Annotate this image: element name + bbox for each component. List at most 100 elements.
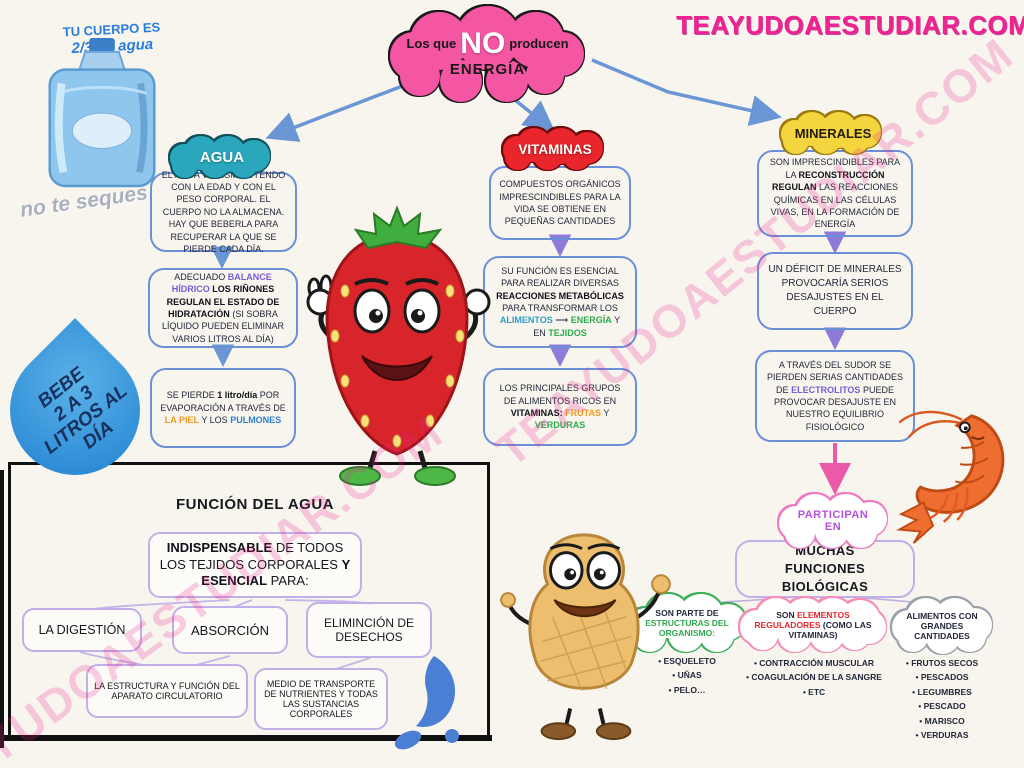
vitaminas-label: VITAMINAS [518, 141, 592, 157]
cloud-shape [740, 598, 886, 652]
list-item: UÑAS [632, 668, 742, 682]
text-segment: POR EVAPORACIÓN A TRAVÉS DE [160, 390, 286, 413]
text-run: ALIMENTOS CON GRANDES CANTIDADES [902, 611, 982, 641]
minerales-box-2-text: UN DÉFICIT DE MINERALES PROVOCARÍA SERIO… [768, 264, 902, 317]
text-segment: Y LOS [201, 415, 228, 426]
list-item: FRUTOS SECOS [894, 656, 990, 670]
cloud-shape [503, 128, 607, 170]
digestion-box: LA DIGESTIÓN [22, 608, 142, 652]
vitaminas-box-2-text: SU FUNCIÓN ES ESENCIAL PARA REALIZAR DIV… [493, 265, 627, 339]
reguladores-list: CONTRACCIÓN MUSCULAR COAGULACIÓN DE LA S… [740, 656, 888, 699]
root-node-line1: Los que NO producen [406, 27, 568, 61]
text-segment: ALIMENTOS [906, 611, 957, 621]
estructuras-highlight: ESTRUCTURAS DEL ORGANISMO: [645, 618, 729, 638]
text-segment: DE TODOS LOS TEJIDOS CORPORALES [159, 539, 344, 572]
list-item: MARISCO [894, 714, 990, 728]
blue-paint-splash [394, 656, 459, 750]
text-segment: SU FUNCIÓN ES ESENCIAL PARA REALIZAR DIV… [501, 265, 619, 289]
peanut-character-illustration [500, 533, 671, 741]
cloud-shape [779, 494, 887, 548]
medio-transporte-box: MEDIO DE TRANSPORTE DE NUTRIENTES Y TODA… [254, 668, 388, 730]
text-segment: ADECUADO [174, 271, 226, 282]
text-segment: VITAMINAS: [510, 408, 563, 418]
minerales-box-2: UN DÉFICIT DE MINERALES PROVOCARÍA SERIO… [757, 252, 913, 330]
vitaminas-label-cloud: VITAMINAS [503, 128, 607, 170]
minerales-box-1-text: SON IMPRESCINDIBLES PARA LA RECONSTRUCCI… [767, 156, 903, 230]
text-segment: 1 litro/día [217, 390, 258, 401]
vitaminas-box-3-text: LOS PRINCIPALES GRUPOS DE ALIMENTOS RICO… [493, 382, 627, 432]
text-segment: SON PARTE DE [655, 608, 719, 618]
text-segment: Y ESENCIAL [201, 556, 351, 589]
alimentos-list: FRUTOS SECOS PESCADOS LEGUMBRES PESCADO … [894, 656, 990, 743]
alimentos-highlight: ALIMENTOS [499, 315, 553, 326]
la-piel-highlight: LA PIEL [164, 415, 199, 426]
text-segment: SE PIERDE [166, 390, 215, 401]
list-item: LEGUMBRES [894, 685, 990, 699]
root-text-post: producen [509, 36, 569, 51]
pulmones-highlight: PULMONES [230, 415, 282, 426]
electrolitos-highlight: ELECTROLITOS [791, 384, 861, 395]
agua-label: AGUA [199, 148, 245, 166]
funcion-agua-title: FUNCIÓN DEL AGUA [176, 496, 334, 513]
agua-box-3-text: SE PIERDE 1 litro/día POR EVAPORACIÓN A … [160, 389, 286, 426]
agua-box-2: ADECUADO BALANCE HÍDRICO LOS RIÑONES REG… [148, 268, 298, 348]
text-segment: SON [776, 610, 795, 620]
absorcion-box: ABSORCIÓN [172, 606, 288, 654]
text-segment: (SI SOBRA LÍQUIDO PUEDEN ELIMINAR VARIOS… [161, 309, 285, 344]
shrimp-illustration [896, 410, 1005, 544]
text-segment: SON IMPRESCINDIBLES PARA LA [769, 157, 901, 180]
text-segment: LOS RIÑONES REGULAN EL ESTADO DE HIDRATA… [166, 284, 280, 319]
list-item: VERDURAS [894, 728, 990, 742]
cloud-shape [390, 6, 585, 102]
tejidos-highlight: TEJIDOS [548, 327, 587, 338]
cloud-shape [892, 598, 992, 654]
minerales-box-3-text: A TRAVÉS DEL SUDOR SE PIERDEN SERIAS CAN… [765, 359, 905, 433]
text-segment: INDISPENSABLE [166, 539, 273, 555]
list-item: ESQUELETO [632, 654, 742, 668]
vitaminas-box-1-text: COMPUESTOS ORGÁNICOS IMPRESCINDIBLES PAR… [499, 179, 621, 227]
frame-shadow-edge [0, 735, 492, 741]
elementos-reguladores-cloud: SON ELEMENTOS REGULADORES (COMO LAS VITA… [740, 598, 886, 652]
list-item: PESCADO [894, 699, 990, 713]
transform-arrow-glyph: ⟶ [555, 315, 569, 326]
estructuras-organismo-cloud: SON PARTE DE ESTRUCTURAS DEL ORGANISMO: [628, 594, 746, 652]
text-run: SON ELEMENTOS REGULADORES (COMO LAS VITA… [752, 610, 874, 640]
water-bottle-illustration [48, 38, 156, 188]
participan-en-cloud: PARTICIPAN EN [779, 494, 887, 548]
text-segment: (COMO LAS VITAMINAS) [788, 620, 872, 640]
estructuras-list: ESQUELETO UÑAS PELO… [632, 654, 742, 697]
text-segment: PARA: [270, 573, 309, 589]
list-item: PELO… [632, 683, 742, 697]
site-title: TEAYUDOAESTUDIAR.COM [676, 10, 1024, 40]
cloud-shape [170, 136, 274, 178]
energia-highlight: ENERGÍA [570, 315, 612, 326]
frutas-highlight: FRUTAS [565, 408, 601, 418]
estructura-circulatorio-box: LA ESTRUCTURA Y FUNCIÓN DEL APARATO CIRC… [86, 664, 248, 718]
text-segment: A TRAVÉS DEL SUDOR SE PIERDEN SERIAS CAN… [766, 359, 904, 395]
frame-shadow-edge [0, 470, 4, 748]
agua-box-2-text: ADECUADO BALANCE HÍDRICO LOS RIÑONES REG… [158, 271, 288, 345]
text-segment: RECONSTRUCCIÓN [798, 169, 885, 180]
participan-line2: EN [824, 521, 842, 533]
eliminacion-desechos-box: ELIMINCIÓN DE DESECHOS [306, 602, 432, 658]
text-segment: REACCIONES METABÓLICAS [496, 290, 624, 301]
vitaminas-box-1: COMPUESTOS ORGÁNICOS IMPRESCINDIBLES PAR… [489, 166, 631, 240]
indispensable-box: INDISPENSABLE DE TODOS LOS TEJIDOS CORPO… [148, 532, 362, 598]
root-text-pre: Los que [406, 36, 457, 51]
agua-box-1-text: EL AGUA VA DISMINUYENDO CON LA EDAD Y CO… [161, 169, 286, 255]
balance-hidrico-highlight: BALANCE HÍDRICO [171, 271, 272, 295]
text-segment: LAS REACCIONES QUÍMICAS EN LAS CÉLULAS V… [770, 182, 900, 230]
text-segment: Y [603, 408, 610, 418]
participan-line1: PARTICIPAN [797, 509, 869, 521]
funciones-biologicas-text: MUCHAS FUNCIONES BIOLÓGICAS [745, 542, 905, 596]
root-text-energia: ENERGÍA [449, 60, 526, 78]
list-item: COAGULACIÓN DE LA SANGRE [740, 670, 888, 684]
text-segment: REGULAN [771, 182, 817, 193]
agua-label-cloud: AGUA [170, 136, 274, 178]
cloud-shape [781, 112, 885, 154]
strawberry-character-illustration [306, 205, 491, 486]
cloud-shape [628, 594, 746, 652]
text-segment: CON GRANDES CANTIDADES [914, 611, 978, 641]
minerales-label: MINERALES [794, 125, 872, 141]
